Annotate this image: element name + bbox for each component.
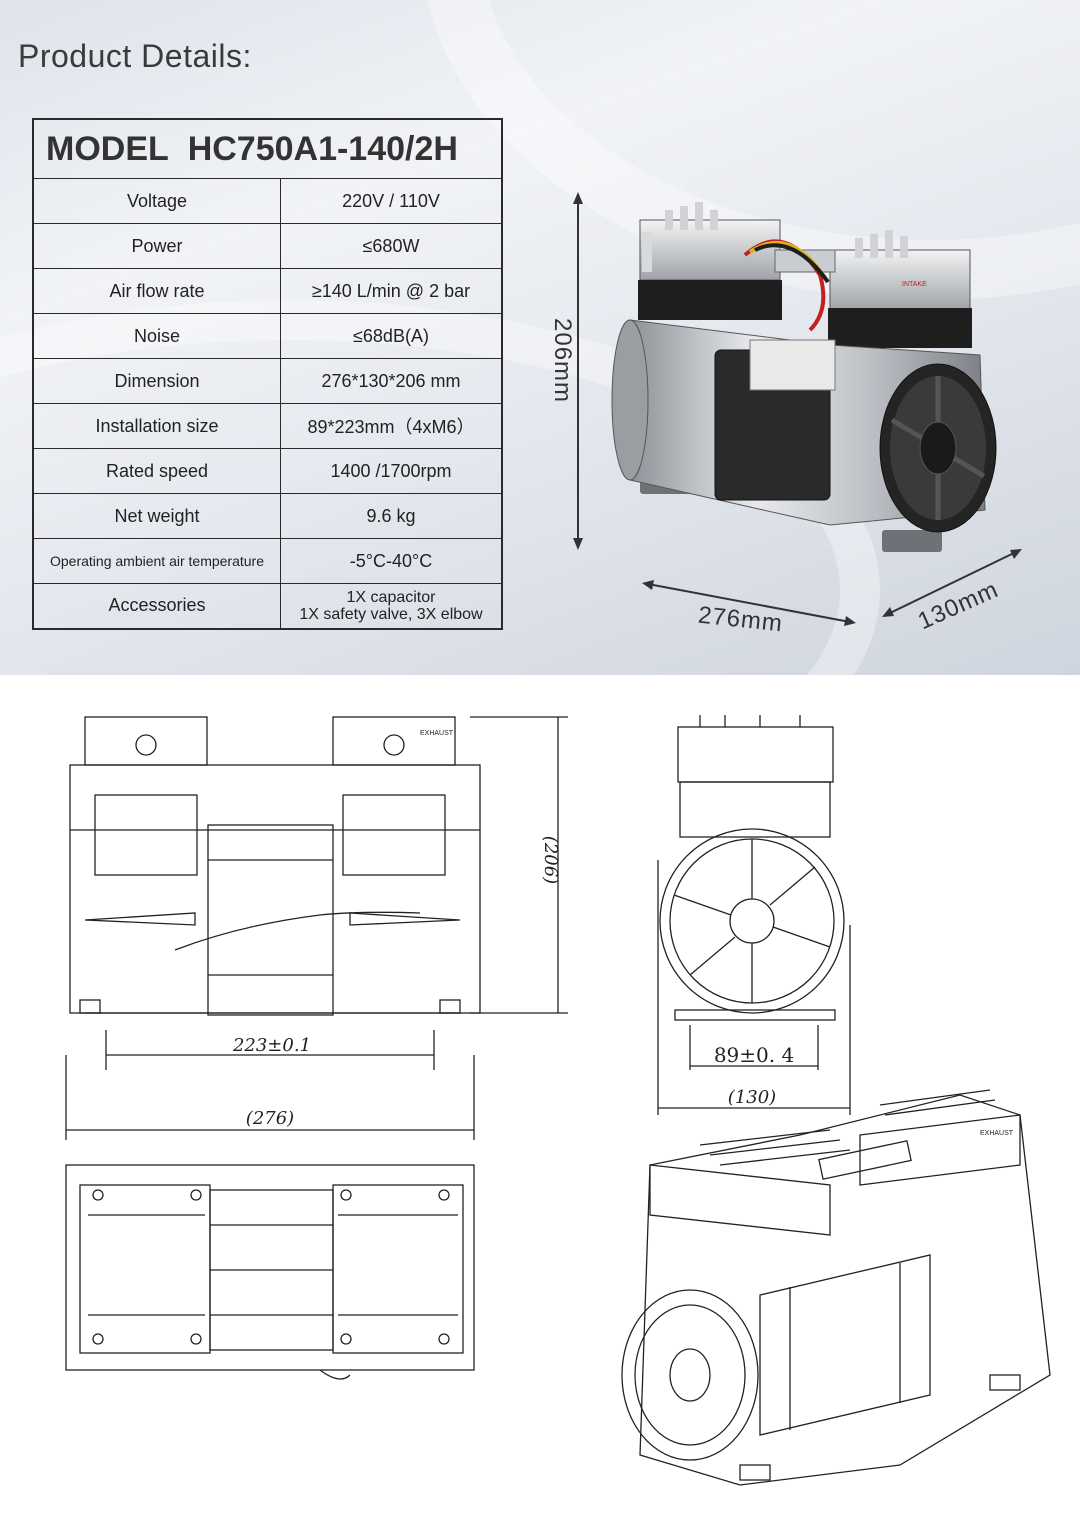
drawing-side-width-label: (130) — [728, 1087, 776, 1108]
drawing-length-label: (276) — [246, 1108, 294, 1129]
table-row: Air flow rate≥140 L/min @ 2 bar — [32, 268, 503, 314]
table-row: Operating ambient air temperature-5°C-40… — [32, 538, 503, 584]
spec-value: ≥140 L/min @ 2 bar — [280, 268, 503, 314]
spec-value-line: 1X capacitor — [346, 588, 436, 606]
spec-value: 9.6 kg — [280, 493, 503, 539]
transfer-tube — [774, 249, 836, 273]
intake-label: INTAKE — [902, 281, 927, 288]
spec-value-line: 1X safety valve, 3X elbow — [299, 605, 483, 623]
side-view-drawing — [657, 715, 851, 1115]
height-dimension-label: 206mm — [549, 318, 576, 404]
length-arrow — [642, 580, 856, 626]
spec-value: 220V / 110V — [280, 178, 503, 224]
header-banner: Product Details: MODEL HC750A1-140/2H Vo… — [0, 0, 1080, 675]
spec-value: 1400 /1700rpm — [280, 448, 503, 494]
spec-name: Power — [32, 223, 281, 269]
page-title: Product Details: — [18, 38, 252, 74]
spec-value: ≤68dB(A) — [280, 313, 503, 359]
drawing-side-mount-label: 89±0. 4 — [714, 1043, 794, 1067]
mount-foot — [882, 530, 942, 552]
cylinder-head-right: INTAKE — [828, 230, 972, 348]
spec-name: Accessories — [32, 583, 281, 629]
spec-name: Dimension — [32, 358, 281, 404]
height-arrow — [573, 192, 583, 550]
model-label: MODEL — [46, 129, 169, 168]
spec-name: Air flow rate — [32, 268, 281, 314]
table-row: Power≤680W — [32, 223, 503, 269]
compressor-photo: INTAKE — [573, 192, 1022, 626]
isometric-view-drawing — [621, 1089, 1051, 1486]
top-view-drawing — [65, 1164, 475, 1380]
spec-name: Installation size — [32, 403, 281, 449]
iso-exhaust-label: EXHAUST — [980, 1130, 1014, 1137]
spec-value: 89*223mm（4xM6） — [280, 403, 503, 449]
spec-name: Rated speed — [32, 448, 281, 494]
motor-label-plate — [749, 339, 836, 391]
exhaust-label: EXHAUST — [420, 730, 454, 737]
wire-bundle — [743, 239, 830, 332]
front-view-drawing — [65, 716, 568, 1140]
spec-value: -5°C-40°C — [280, 538, 503, 584]
cylinder-head-left — [638, 202, 782, 320]
technical-drawings: (206) 223±0.1 (276) 89±0. 4 (130) EXHAUS… — [65, 715, 1051, 1486]
spec-name: Voltage — [32, 178, 281, 224]
table-row: Noise≤68dB(A) — [32, 313, 503, 359]
fan-cover — [879, 363, 997, 533]
spec-value: ≤680W — [280, 223, 503, 269]
end-cap — [611, 319, 649, 481]
spec-name: Noise — [32, 313, 281, 359]
spec-value: 276*130*206 mm — [280, 358, 503, 404]
model-row: MODEL HC750A1-140/2H — [32, 118, 503, 179]
drawing-mount-spacing-label: 223±0.1 — [232, 1035, 311, 1056]
drawing-height-label: (206) — [540, 836, 561, 884]
spec-name: Operating ambient air temperature — [32, 538, 281, 584]
width-arrow — [882, 549, 1022, 617]
model-name: HC750A1-140/2H — [187, 129, 458, 168]
spec-name: Net weight — [32, 493, 281, 539]
